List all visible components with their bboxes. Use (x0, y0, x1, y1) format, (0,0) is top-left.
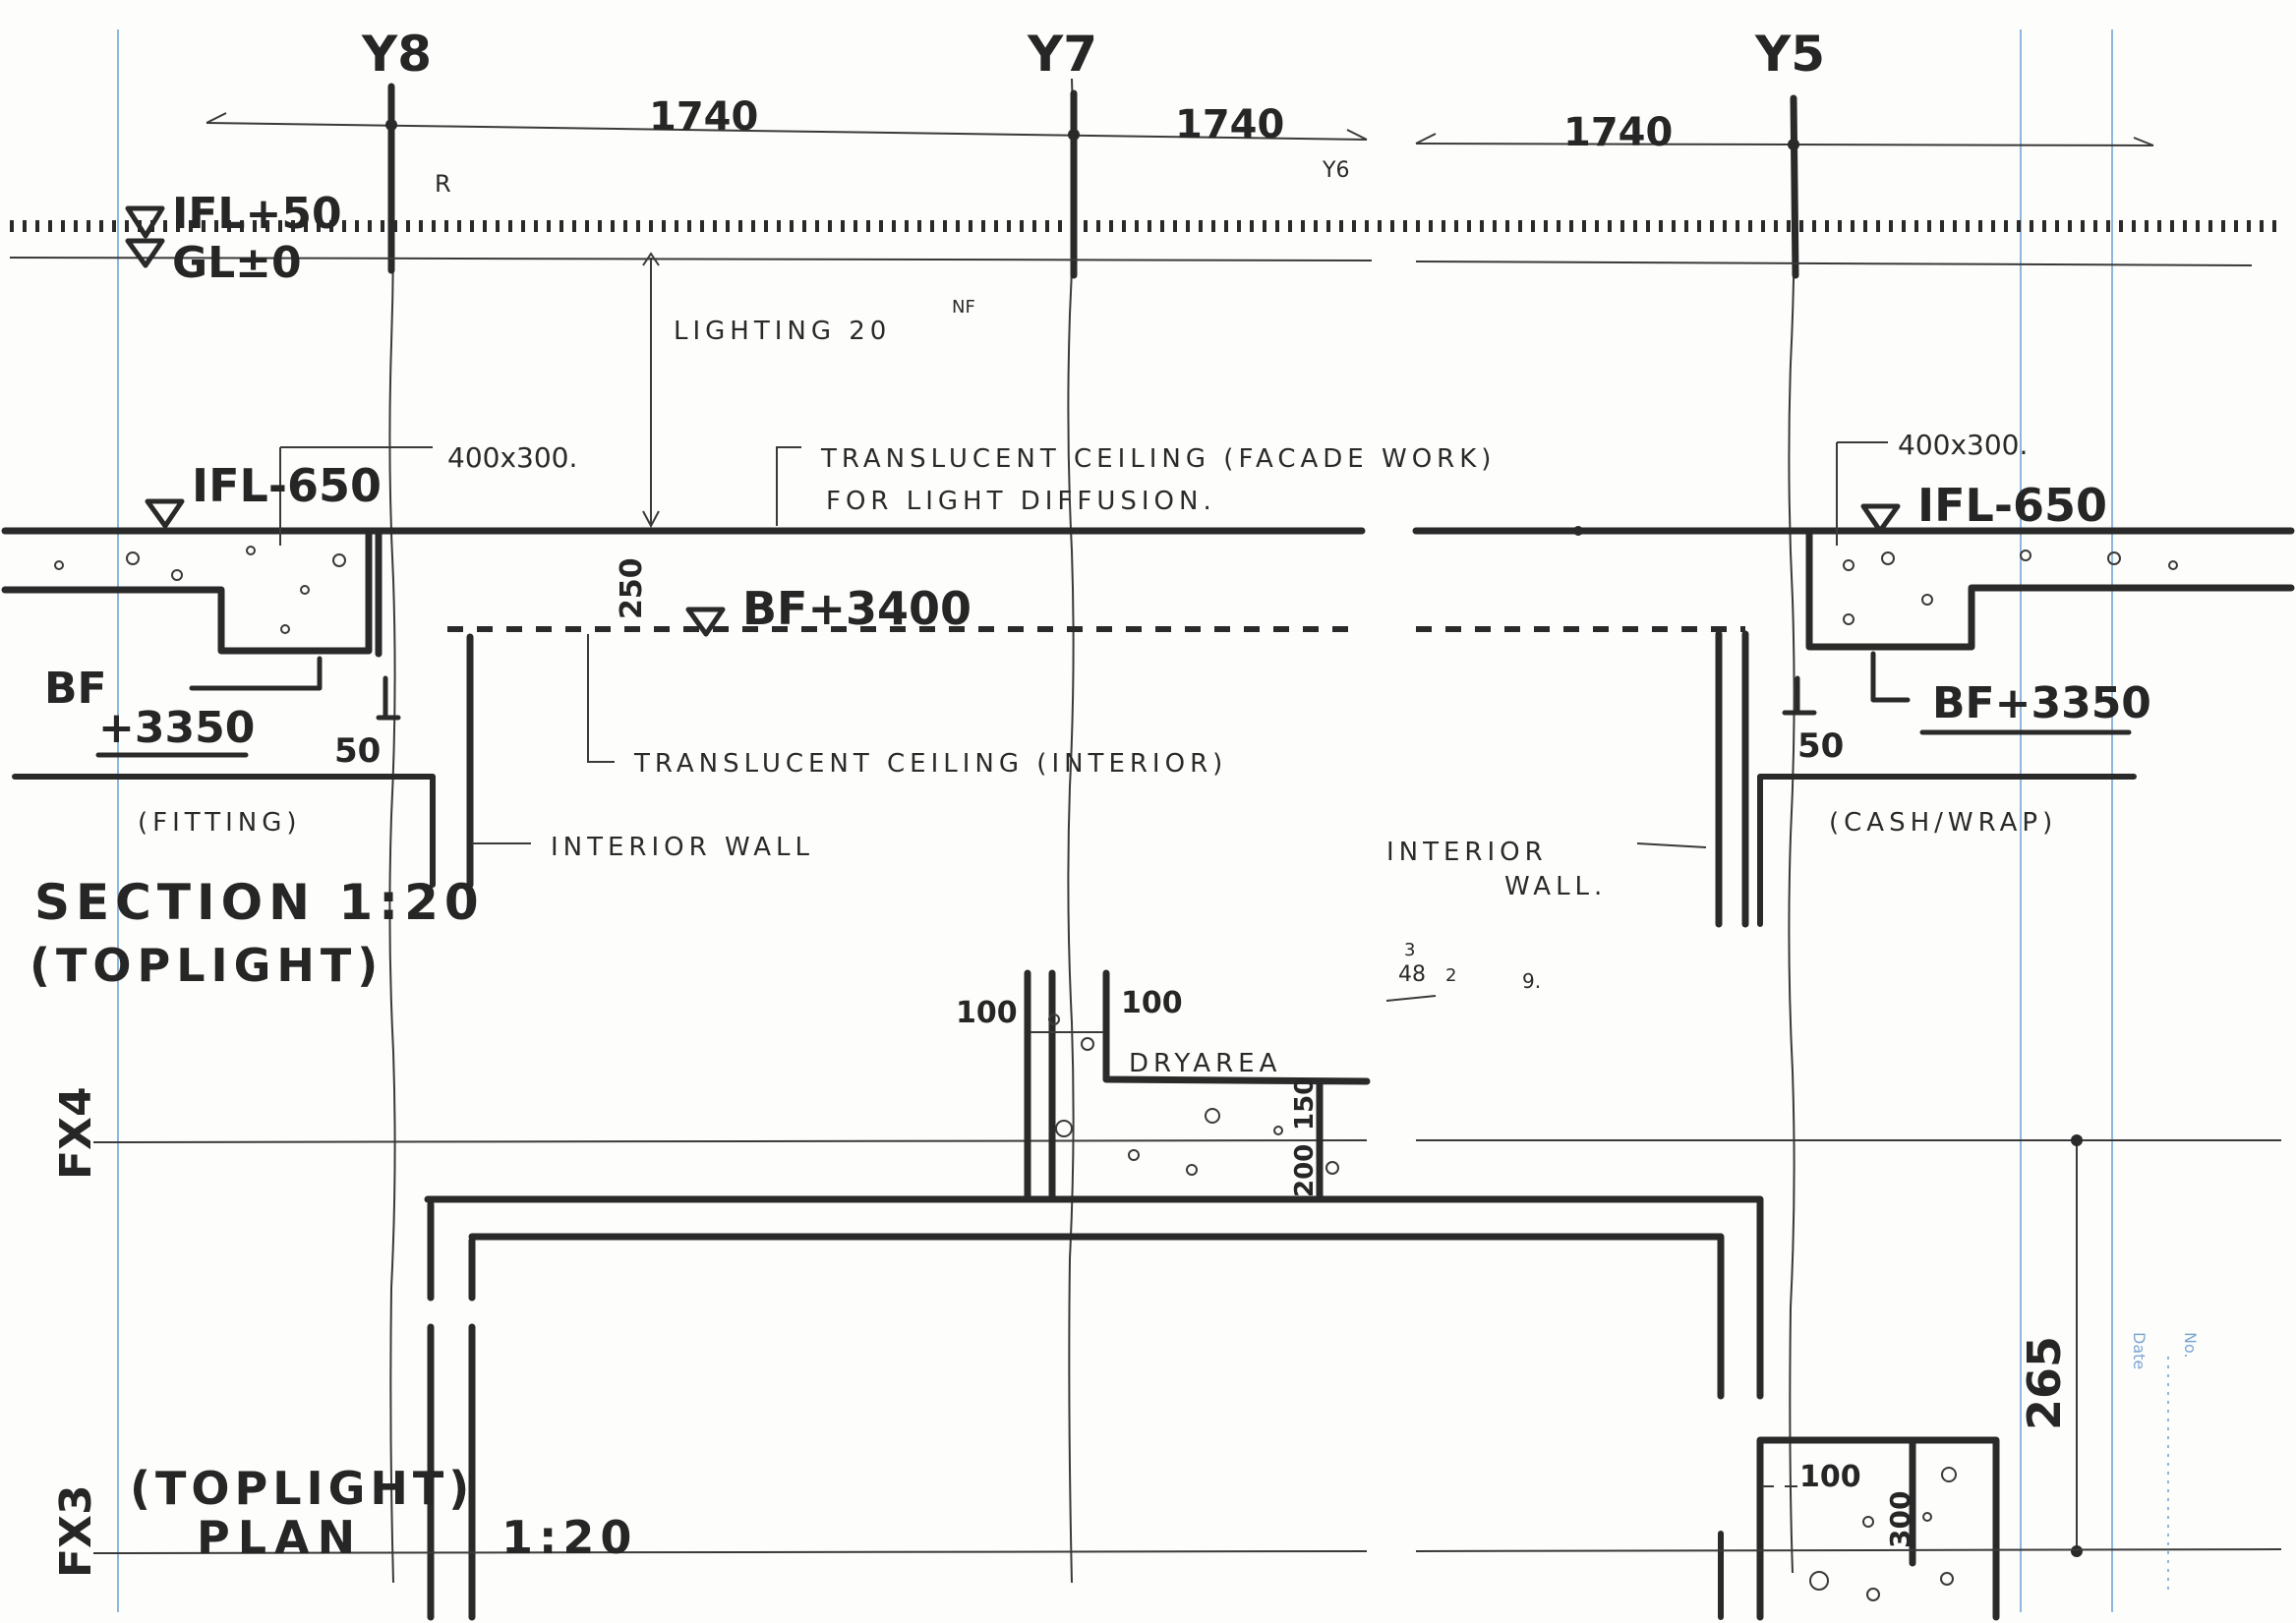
note-interior-wall-right-1: INTERIOR (1386, 838, 1548, 867)
scribble-48: 48 (1398, 962, 1426, 987)
grid-label-y6: Y6 (1322, 158, 1349, 183)
dim-100-corner: 100 (1799, 1460, 1861, 1494)
note-interior-wall-left: INTERIOR WALL (551, 833, 814, 862)
dim-150: 150 (1290, 1077, 1320, 1130)
dim-1740-b: 1740 (1175, 102, 1284, 147)
level-ifl-650-left: IFL-650 (192, 459, 382, 512)
level-ifl-650-right: IFL-650 (1917, 479, 2107, 532)
note-lighting: LIGHTING 20 (674, 317, 891, 346)
axis-line-fx4 (92, 1139, 2281, 1143)
dim-100-left: 100 (956, 996, 1018, 1030)
form-no-label: No. (2181, 1332, 2200, 1359)
note-translucent-facade-2: FOR LIGHT DIFFUSION. (826, 487, 1216, 516)
title-section: SECTION 1:20 (34, 874, 485, 931)
right-slab-section (1805, 441, 2295, 651)
top-dimension-line (206, 112, 2154, 150)
note-translucent-interior: TRANSLUCENT CEILING (INTERIOR) (633, 749, 1227, 779)
scribble-3: 3 (1404, 940, 1415, 960)
toplight-plan-outline (424, 1195, 1764, 1621)
interior-wall-right (1715, 630, 1749, 928)
dim-50-left: 50 (334, 731, 381, 771)
dim-1740-c: 1740 (1563, 110, 1673, 155)
scribble-9: 9. (1522, 969, 1541, 993)
level-bf-3350-right: BF+3350 (1932, 678, 2151, 728)
note-fitting: (FITTING) (138, 808, 301, 838)
level-gl: GL±0 (172, 238, 302, 288)
dim-100-right: 100 (1121, 986, 1183, 1020)
grid-axis-lines (388, 78, 1796, 1584)
note-lighting-superscript: NF (952, 297, 975, 318)
dim-50-right: 50 (1797, 726, 1844, 766)
grid-label-y8: Y8 (361, 26, 432, 83)
note-cash-wrap: (CASH/WRAP) (1829, 808, 2057, 838)
dim-265: 265 (2018, 1336, 2071, 1430)
axis-label-fx3: FX3 (51, 1484, 101, 1578)
ground-hatch (9, 220, 2281, 266)
axis-label-fx4: FX4 (51, 1086, 101, 1180)
left-slab-section (1, 446, 433, 658)
dim-400x300-left: 400x300. (447, 441, 577, 474)
title-plan-toplight: (TOPLIGHT) (130, 1462, 474, 1515)
corner-dry-area (1756, 1436, 2000, 1621)
form-margin-lines (117, 29, 2169, 1612)
dim-400x300-right: 400x300. (1898, 429, 2028, 461)
level-bf-3350-left-b: +3350 (98, 703, 255, 753)
dim-300: 300 (1884, 1491, 1916, 1548)
form-date-label: Date (2130, 1332, 2149, 1369)
dim-1740-a: 1740 (649, 94, 758, 140)
dry-area-plan (1024, 969, 1371, 1201)
grid-label-r: R (435, 170, 451, 198)
title-plan: PLAN (197, 1511, 363, 1564)
title-plan-scale: 1:20 (501, 1511, 637, 1564)
note-dry-area: DRYAREA (1129, 1049, 1281, 1078)
grid-label-y7: Y7 (1027, 26, 1097, 83)
axis-line-fx3 (92, 1548, 2282, 1554)
level-ifl-plus-50: IFL+50 (172, 189, 342, 239)
note-interior-wall-right-2: WALL. (1504, 872, 1607, 901)
scribble-2: 2 (1445, 965, 1456, 986)
note-translucent-facade-1: TRANSLUCENT CEILING (FACADE WORK) (820, 444, 1496, 474)
level-bf-3350-left-a: BF (44, 664, 107, 714)
grid-label-y5: Y5 (1754, 26, 1825, 83)
dim-200: 200 (1290, 1144, 1320, 1197)
title-section-toplight: (TOPLIGHT) (29, 939, 383, 992)
dim-250: 250 (615, 557, 649, 619)
